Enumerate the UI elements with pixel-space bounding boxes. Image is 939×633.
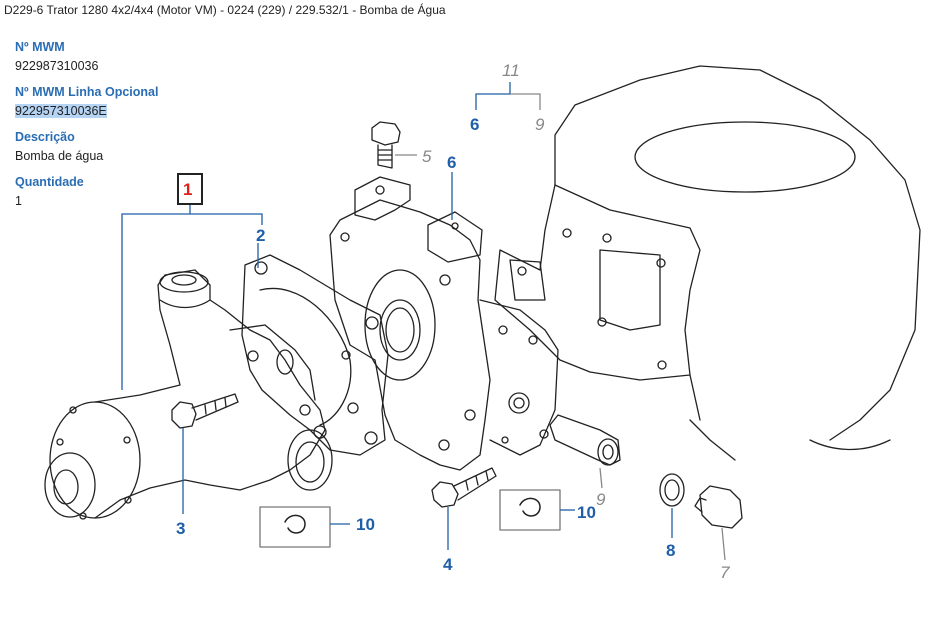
callout-part-5[interactable]: 5: [422, 147, 432, 166]
bolt-3-illustration: [171, 393, 239, 429]
callout-part-6-group[interactable]: 6: [470, 115, 479, 134]
description-value: Bomba de água: [15, 149, 104, 163]
callout-part-11[interactable]: 11: [502, 61, 520, 80]
bracket-part-11-right: [510, 93, 541, 110]
leader-part-9: [599, 467, 603, 489]
mwm-number-value[interactable]: 922987310036: [15, 59, 99, 73]
optional-line-label: Nº MWM Linha Opcional: [15, 85, 159, 99]
callout-part-1[interactable]: 1: [183, 180, 192, 199]
part-details: Nº MWM 922987310036 Nº MWM Linha Opciona…: [15, 40, 235, 220]
engine-block-illustration: [494, 65, 921, 461]
page-title: D229-6 Trator 1280 4x2/4x4 (Motor VM) - …: [4, 3, 446, 17]
leader-part-7: [721, 527, 726, 561]
callout-part-2[interactable]: 2: [256, 226, 265, 245]
callout-part-10-right[interactable]: 10: [577, 503, 596, 522]
mwm-number-label: Nº MWM: [15, 40, 65, 54]
bolt-4-illustration: [431, 467, 497, 508]
callout-part-9-group[interactable]: 9: [535, 115, 545, 134]
selected-part-frame: [177, 173, 203, 205]
bracket-part-11-left: [475, 82, 511, 110]
snap-ring-box-right: [499, 489, 561, 531]
gasket-illustration: [241, 254, 389, 456]
snap-ring-box-left: [259, 506, 331, 548]
callout-part-7[interactable]: 7: [720, 563, 730, 582]
callout-part-4[interactable]: 4: [443, 555, 453, 574]
water-pump-illustration: [44, 269, 333, 520]
bracket-part-1: [121, 213, 263, 390]
fitting-9-illustration: [549, 414, 621, 466]
callout-part-8[interactable]: 8: [666, 541, 675, 560]
washer-8-illustration: [659, 473, 685, 507]
description-label: Descrição: [15, 130, 75, 144]
quantity-label: Quantidade: [15, 175, 84, 189]
water-pump-housing-illustration: [329, 176, 559, 471]
callout-part-9[interactable]: 9: [596, 490, 606, 509]
bolt-5-illustration: [371, 121, 401, 169]
optional-line-value[interactable]: 922957310036E: [15, 104, 107, 118]
plug-7-illustration: [694, 485, 743, 529]
callout-part-6[interactable]: 6: [447, 153, 456, 172]
quantity-value: 1: [15, 194, 22, 208]
callout-part-10-left[interactable]: 10: [356, 515, 375, 534]
callout-part-3[interactable]: 3: [176, 519, 185, 538]
